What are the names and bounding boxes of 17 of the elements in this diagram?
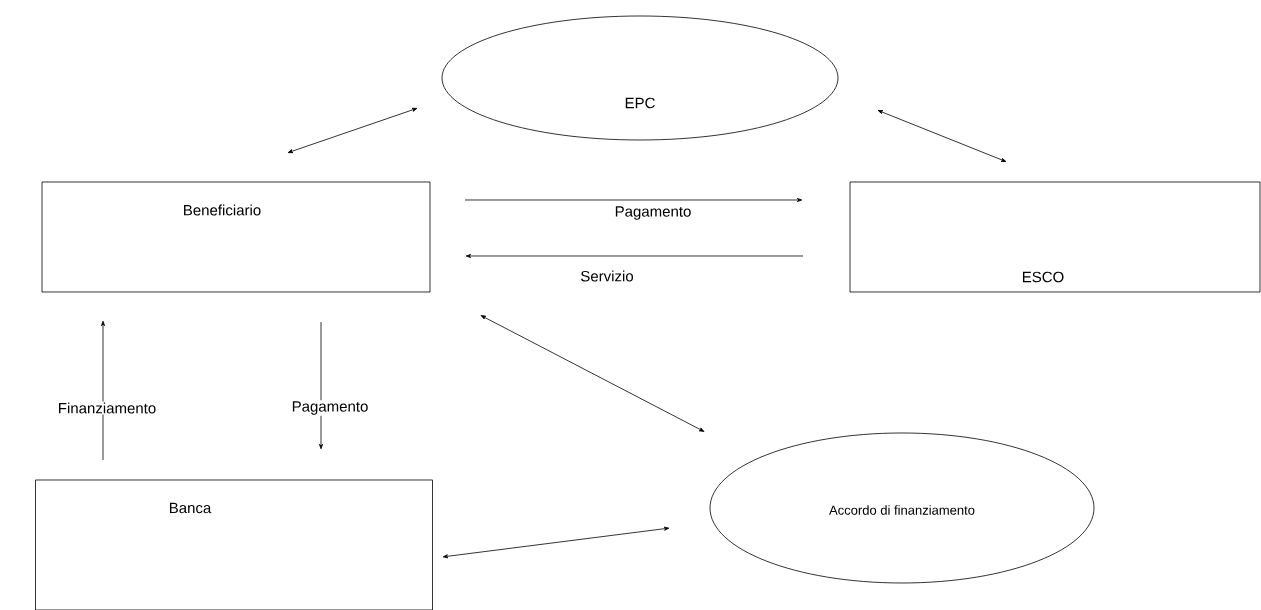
arrow: [480, 315, 705, 432]
edge-label: Pagamento: [290, 400, 370, 416]
edge-label: Servizio: [579, 269, 635, 283]
arrow: [287, 107, 418, 154]
arrow: [319, 321, 323, 450]
arrow: [101, 320, 106, 461]
box: Banca: [35, 479, 433, 610]
arrow: [464, 198, 803, 202]
arrow: [442, 526, 670, 559]
edge-label: Pagamento: [613, 205, 693, 221]
ellipse-node: Accordo di finanziamento: [709, 432, 1095, 584]
box: Beneficiario: [41, 181, 431, 293]
arrow: [465, 254, 804, 258]
ellipse-node: EPC: [441, 15, 839, 141]
arrow: [877, 110, 1007, 162]
edge-label: Finanziamento: [56, 401, 158, 415]
box: ESCO: [849, 181, 1261, 293]
